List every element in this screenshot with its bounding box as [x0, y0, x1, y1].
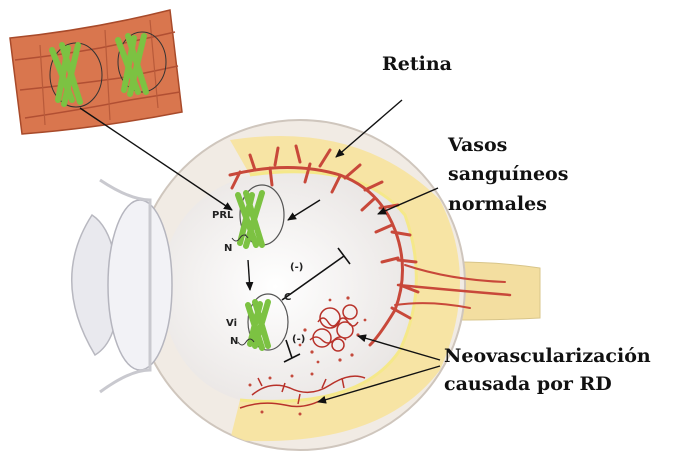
eyeball: [135, 120, 465, 450]
label-inhibition-1: (-): [290, 262, 303, 273]
label-prl-n-terminal: N: [224, 243, 232, 254]
label-neovascularization-line1: Neovascularización: [444, 344, 651, 368]
label-inhibition-2: (-): [292, 334, 305, 345]
label-prl: PRL: [212, 210, 233, 221]
label-vi-c-terminal: C: [284, 292, 291, 303]
tissue-inset: [10, 10, 182, 134]
label-vessels-line1: Vasos: [448, 133, 507, 157]
label-vi: Vi: [226, 318, 237, 329]
label-vessels-line3: normales: [448, 192, 547, 216]
label-retina: Retina: [382, 52, 452, 76]
label-vessels-line2: sanguíneos: [448, 162, 568, 186]
label-vi-n-terminal: N: [230, 336, 238, 347]
label-neovascularization-line2: causada por RD: [444, 372, 612, 396]
